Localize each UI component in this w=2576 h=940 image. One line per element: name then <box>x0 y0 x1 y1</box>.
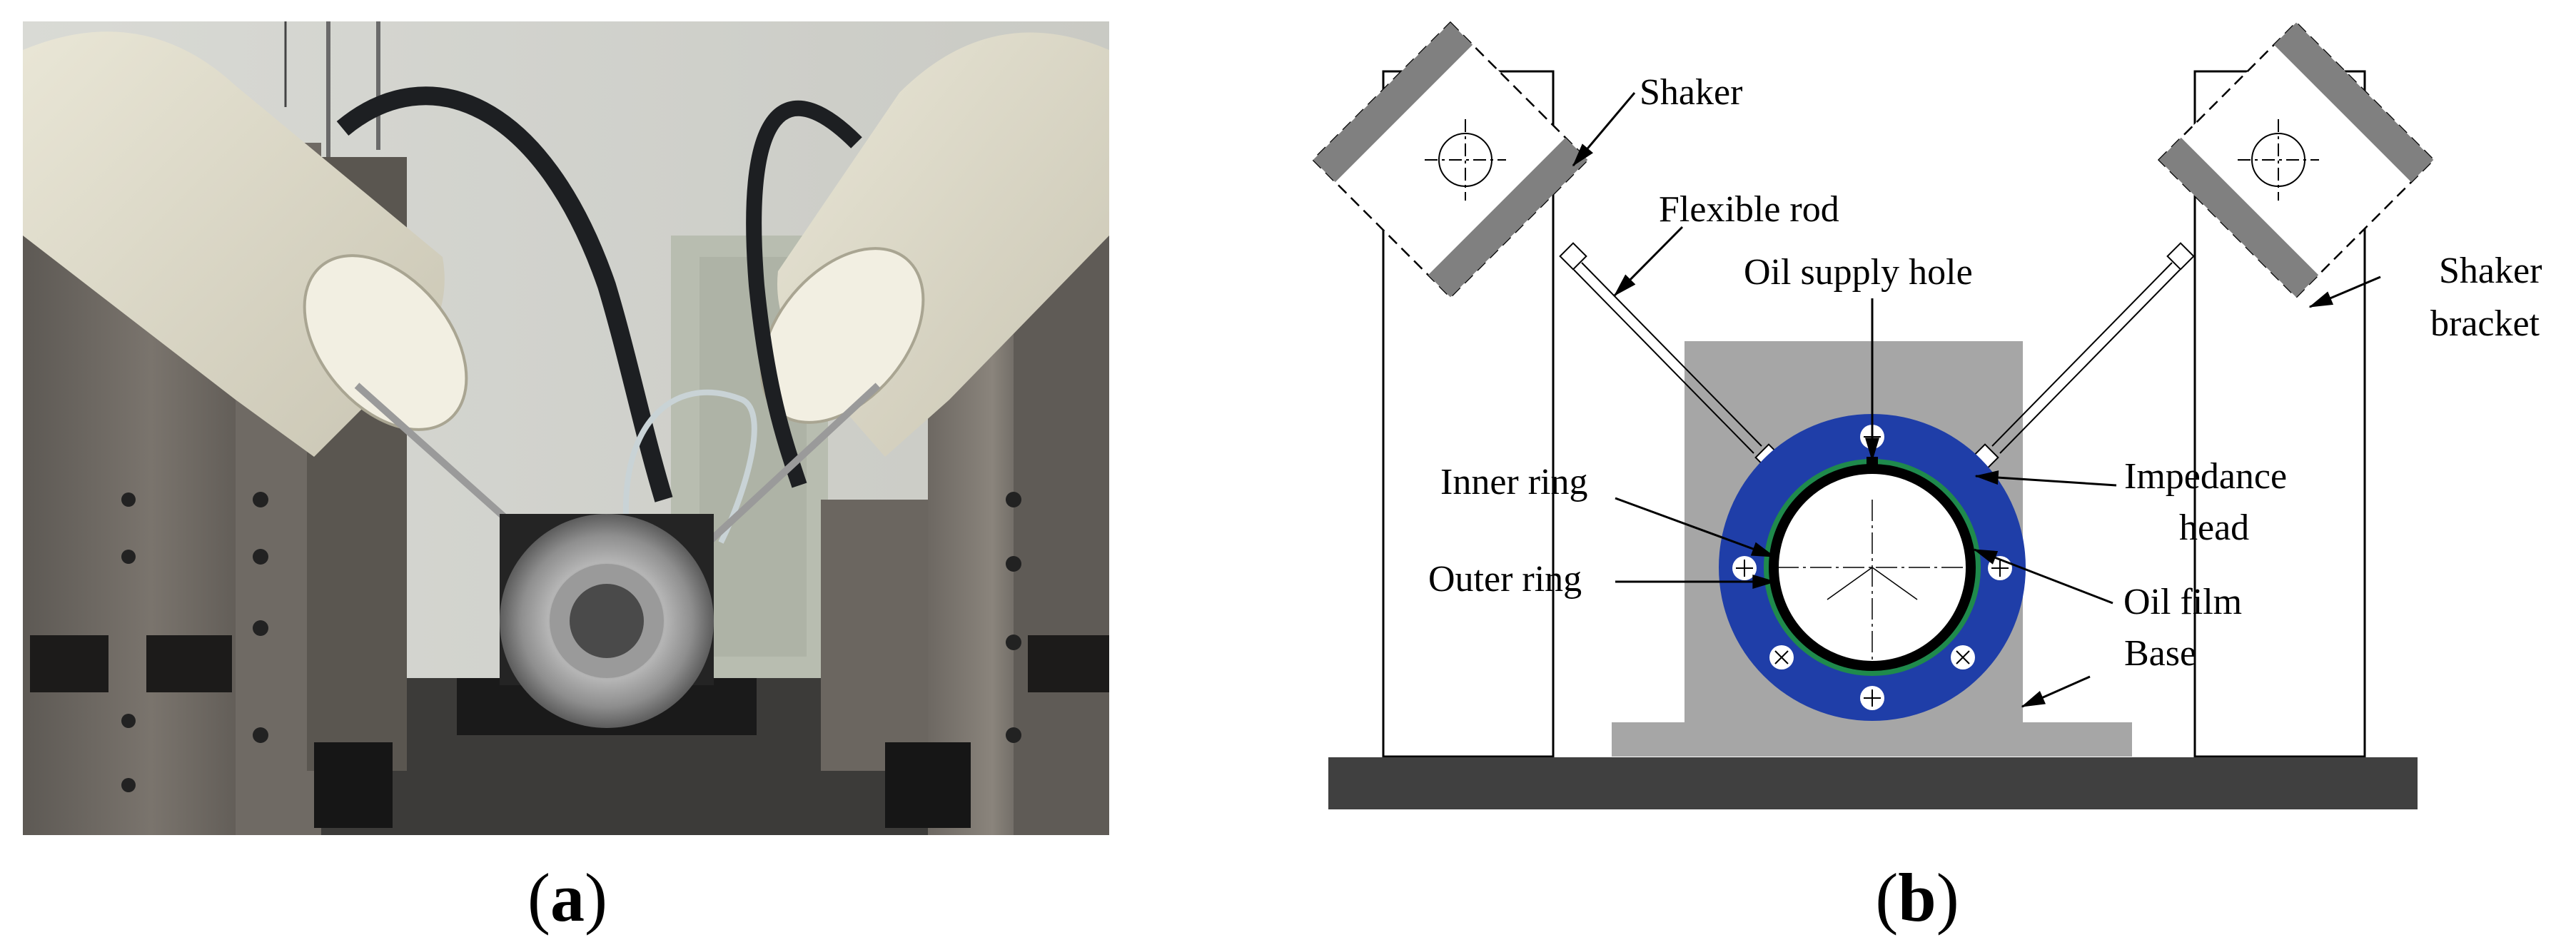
photo-left-cable <box>336 86 673 502</box>
bolt-hole-left <box>1732 556 1757 580</box>
label-flexible-rod: Flexible rod <box>1659 189 1839 230</box>
caption-a-letter: a <box>550 859 585 936</box>
label-shaker-bracket-line2: bracket <box>2430 303 2540 344</box>
bolt-hole-lower-left <box>1769 645 1794 669</box>
label-oil-supply-hole: Oil supply hole <box>1744 252 1973 293</box>
caption-b-letter: b <box>1898 859 1936 936</box>
panel-a-photo <box>23 21 1109 835</box>
bolt-hole-bottom <box>1860 686 1884 710</box>
caption-a: (a) <box>527 859 607 936</box>
label-shaker-bracket-line1: Shaker <box>2439 251 2542 291</box>
label-shaker: Shaker <box>1640 72 1742 113</box>
label-inner-ring: Inner ring <box>1440 462 1587 502</box>
shaker-bracket-arrow <box>2308 276 2381 308</box>
ground-plate <box>1328 757 2418 809</box>
base-arrow <box>2021 675 2091 708</box>
inner-ring-arrow <box>1615 497 1776 558</box>
flexible-rod-arrow <box>1613 226 1684 297</box>
caption-b: (b) <box>1875 859 1959 936</box>
shaker-arrow <box>1572 92 1636 167</box>
caption-a-open: ( <box>527 859 550 936</box>
label-base: Base <box>2124 633 2196 674</box>
photo-left-shaker <box>23 31 468 458</box>
label-outer-ring: Outer ring <box>1428 559 1582 600</box>
bolt-hole-lower-right <box>1951 645 1975 669</box>
oil-film-arrow <box>1973 548 2113 605</box>
impedance-head-arrow <box>1974 470 2117 487</box>
label-impedance-head-line1: Impedance <box>2124 456 2287 497</box>
photo-right-rod <box>682 383 881 567</box>
label-oil-film: Oil film <box>2123 582 2242 622</box>
photo-right-cable <box>746 100 862 488</box>
panel-b-schematic: Shaker Flexible rod Oil supply hole Shak… <box>1311 21 2542 809</box>
caption-a-close: ) <box>585 859 607 936</box>
caption-b-open: ( <box>1875 859 1898 936</box>
label-impedance-head-line2: head <box>2179 507 2249 548</box>
caption-b-close: ) <box>1936 859 1959 936</box>
